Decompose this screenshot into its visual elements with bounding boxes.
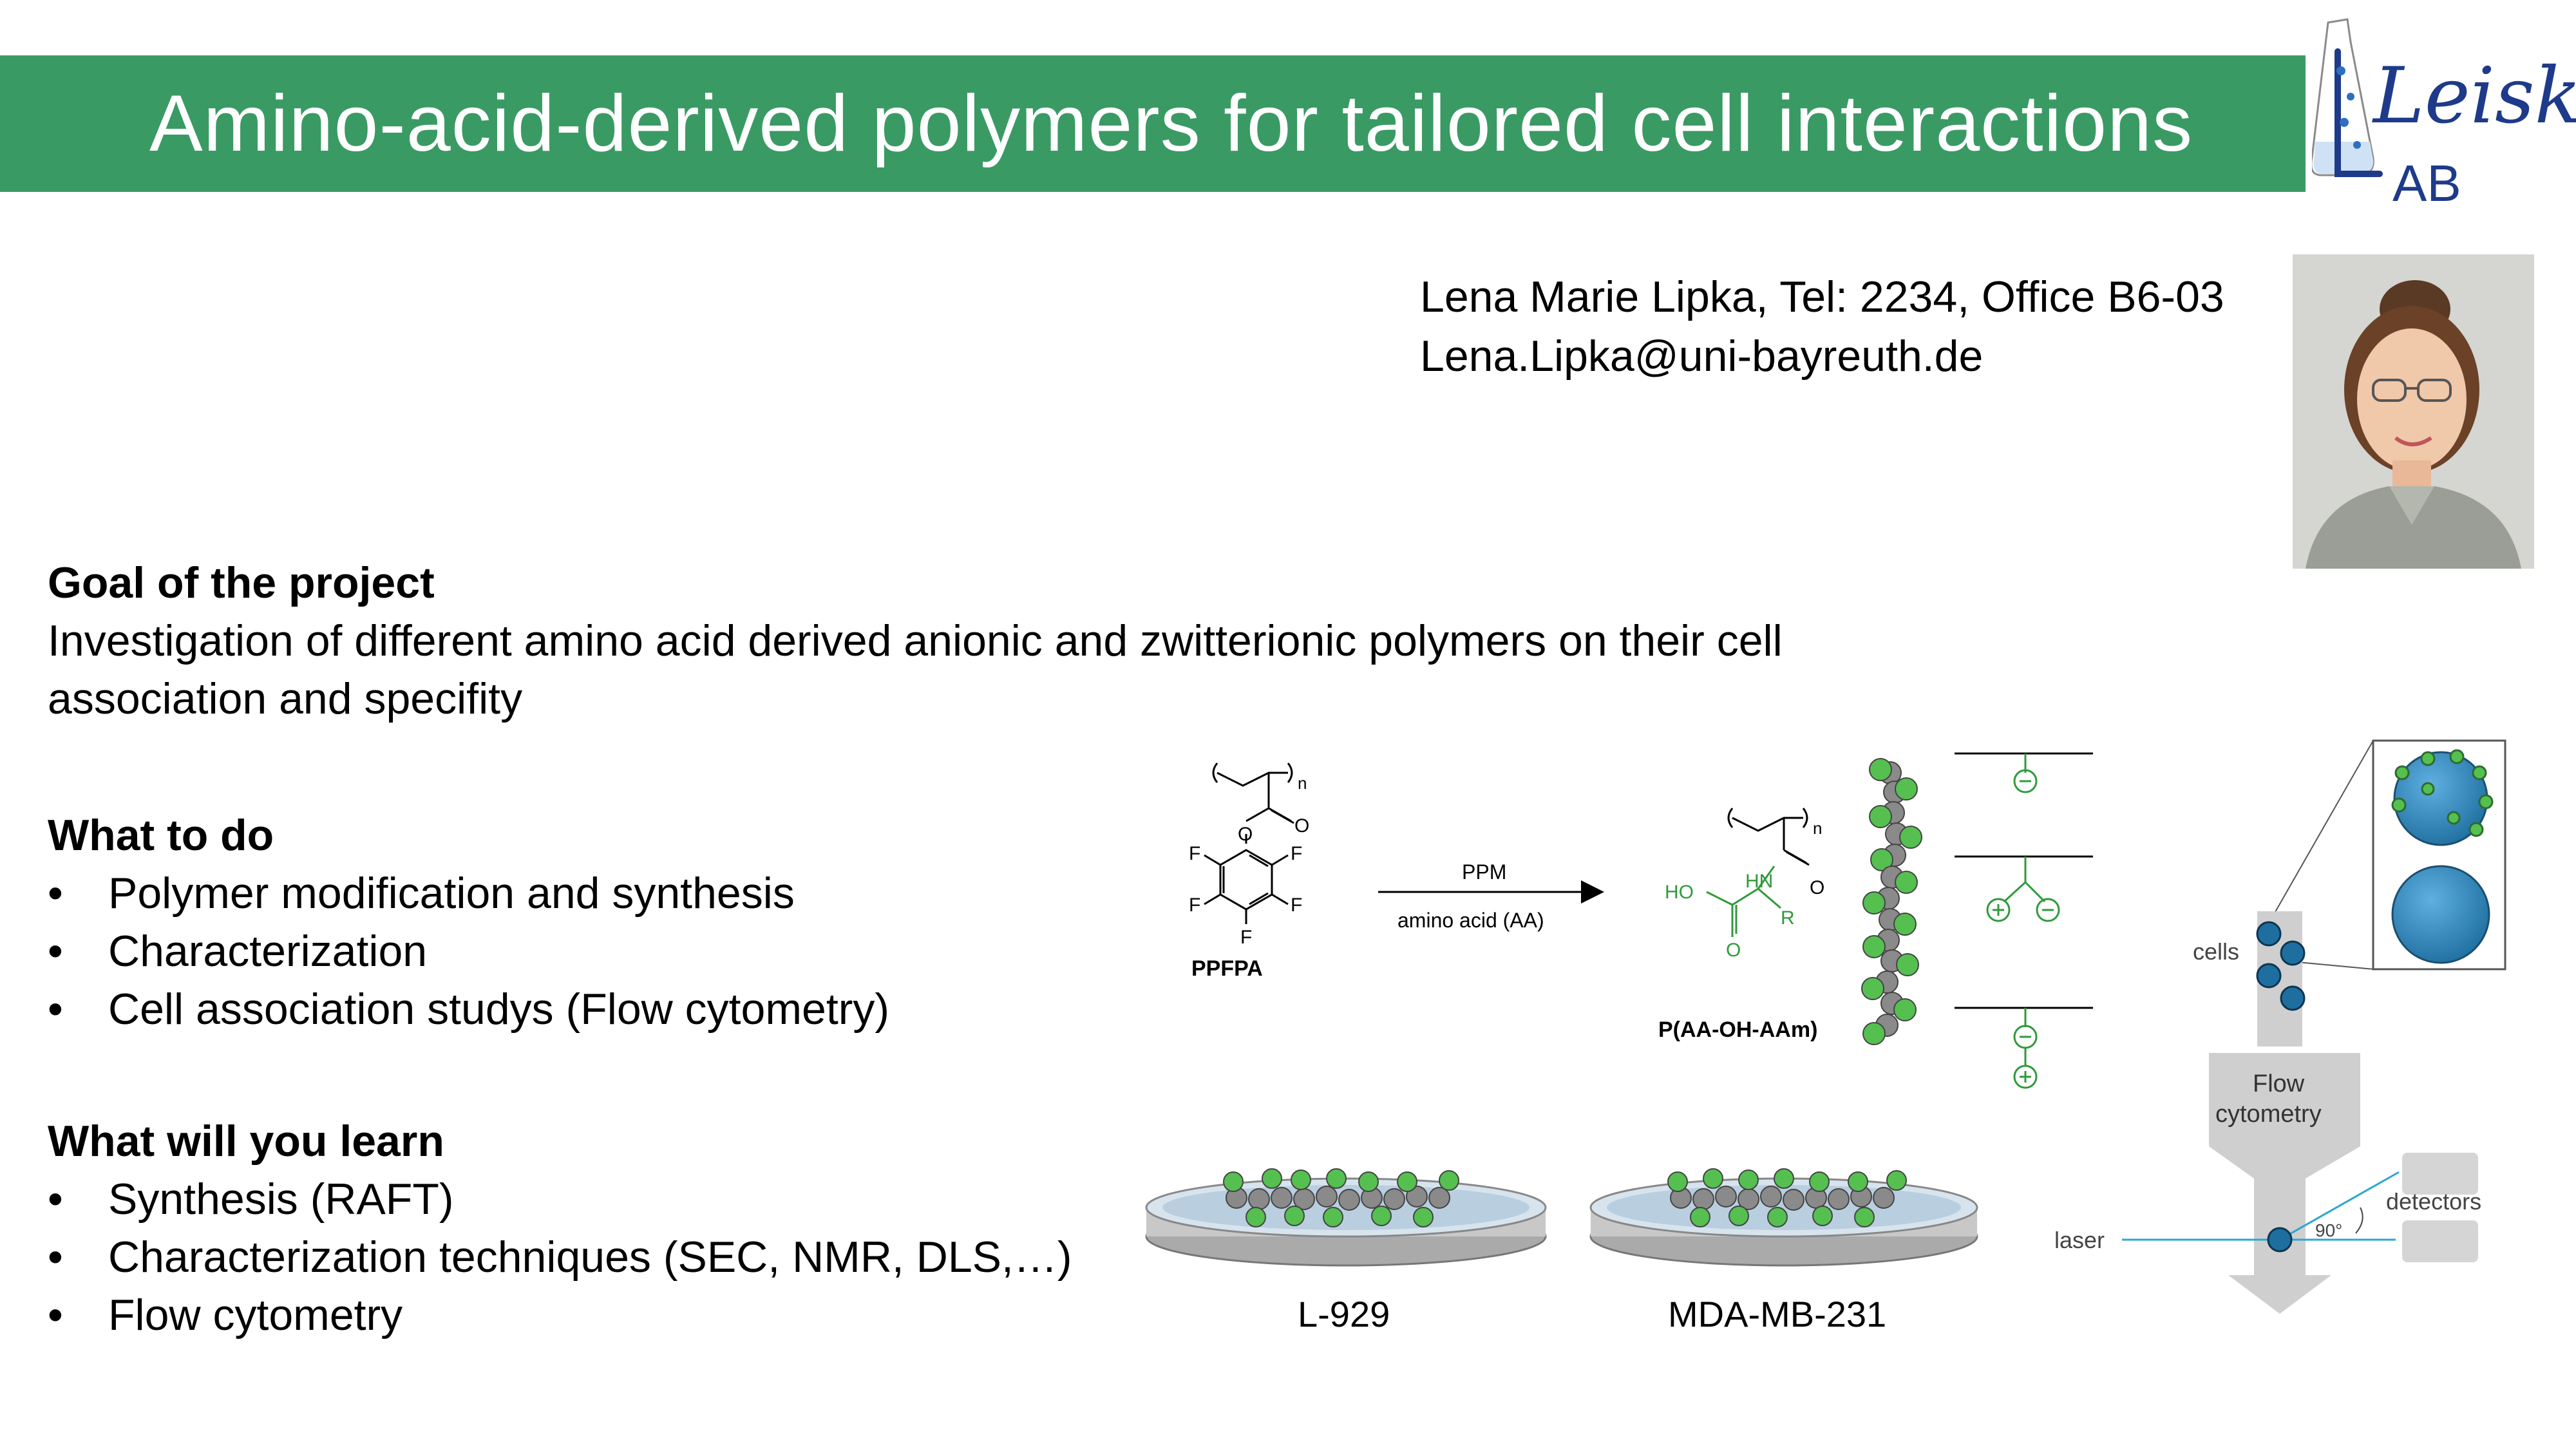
ho-label: HO: [1665, 882, 1694, 903]
hn-label: HN: [1745, 871, 1773, 892]
reactant-label: PPFPA: [1191, 956, 1263, 981]
dish-2-label: MDA-MB-231: [1668, 1294, 1886, 1334]
page-title: Amino-acid-derived polymers for tailored…: [149, 79, 2193, 168]
reactant-structure: [1204, 762, 1294, 924]
f-label-5: F: [1240, 927, 1252, 948]
f-label-4: F: [1291, 895, 1302, 916]
list-item: •Flow cytometry: [48, 1291, 403, 1340]
angle-label: 90°: [2315, 1220, 2342, 1240]
n-label-1: n: [1298, 773, 1307, 793]
goal-text: Investigation of different amino acid de…: [48, 616, 1783, 723]
r-label: R: [1781, 907, 1795, 929]
list-item: •Cell association studys (Flow cytometry…: [48, 985, 890, 1034]
list-item: •Synthesis (RAFT): [48, 1175, 454, 1224]
todo-section: What to do •Polymer modification and syn…: [48, 806, 889, 1038]
product-aa-part: [1706, 866, 1781, 937]
contact-line-1: Lena Marie Lipka, Tel: 2234, Office B6-0…: [1420, 272, 2224, 321]
dish-1-label: L-929: [1298, 1294, 1390, 1334]
goal-heading: Goal of the project: [48, 558, 435, 607]
title-bar: Amino-acid-derived polymers for tailored…: [0, 55, 2306, 192]
reaction-top-label: PPM: [1462, 860, 1506, 884]
petri-dish-2: [1589, 1168, 1978, 1267]
cells-label: cells: [2193, 938, 2239, 965]
f-label-3: F: [1189, 895, 1200, 916]
logo-text-main: Leiske: [2372, 52, 2576, 141]
contact-email: Lena.Lipka@uni-bayreuth.de: [1420, 332, 1984, 381]
flow-cytometry-panel: cells Flow cytometry detectors laser 90°: [2054, 739, 2506, 1314]
n-label-2: n: [1813, 819, 1822, 838]
scheme-figure: n O O F F F F F PPFPA PPM amino acid (AA…: [1145, 739, 2506, 1334]
reaction-bottom-label: amino acid (AA): [1397, 909, 1544, 932]
portrait-photo: [2293, 254, 2534, 569]
list-item: •Characterization: [48, 927, 428, 976]
o-label-3: O: [1810, 877, 1824, 898]
charge-symbols: [1955, 752, 2093, 1089]
list-item: •Characterization techniques (SEC, NMR, …: [48, 1233, 1072, 1282]
logo-text-sub: AB: [2392, 155, 2461, 206]
o-label-2: O: [1294, 815, 1309, 837]
f-label-1: F: [1189, 843, 1200, 864]
o-label-1: O: [1238, 824, 1253, 845]
learn-heading: What will you learn: [48, 1117, 444, 1166]
flow-label-2: cytometry: [2215, 1101, 2322, 1128]
f-label-2: F: [1291, 843, 1302, 864]
polymer-chain: [1861, 758, 1922, 1045]
todo-heading: What to do: [48, 811, 274, 860]
goal-section: Goal of the project Investigation of dif…: [48, 554, 1915, 728]
product-label: P(AA-OH-AAm): [1658, 1018, 1817, 1042]
list-item: •Polymer modification and synthesis: [48, 869, 795, 918]
learn-section: What will you learn •Synthesis (RAFT) •C…: [48, 1112, 1072, 1344]
laser-label: laser: [2054, 1227, 2105, 1253]
flow-label-1: Flow: [2253, 1070, 2305, 1097]
contact-info: Lena Marie Lipka, Tel: 2234, Office B6-0…: [1420, 267, 2224, 386]
detectors-label: detectors: [2386, 1188, 2481, 1215]
lab-logo: Leiske AB: [2312, 18, 2576, 206]
product-structure: [1727, 808, 1810, 866]
o-label-4: O: [1726, 940, 1741, 961]
petri-dish-1: [1145, 1168, 1547, 1267]
